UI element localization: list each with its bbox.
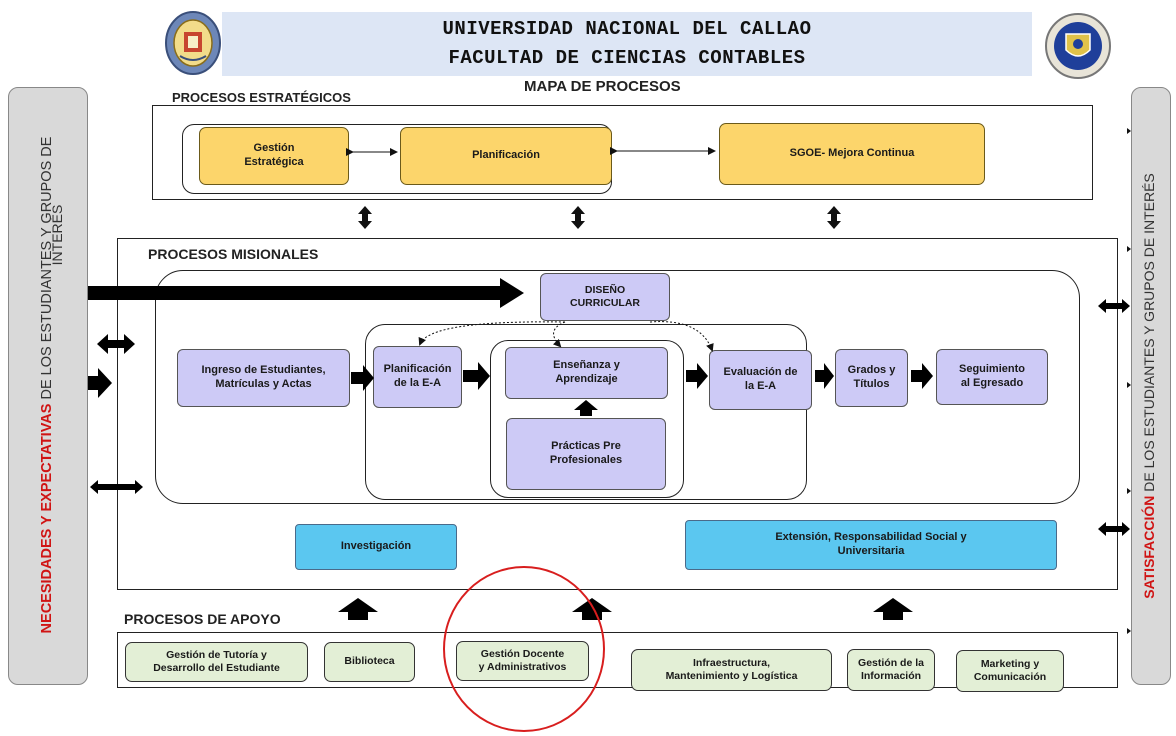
grados-box[interactable]: Grados y Títulos [835, 349, 908, 407]
planificacion-ea-line1: Planificación [383, 363, 452, 376]
highlight-circle [443, 566, 605, 732]
extension-line2: Universitaria [837, 545, 905, 557]
ingreso-to-planificacion-arrow [351, 365, 374, 391]
strategic-title: PROCESOS ESTRATÉGICOS [172, 90, 351, 105]
header-band: UNIVERSIDAD NACIONAL DEL CALLAO FACULTAD… [222, 12, 1032, 76]
left-right-arrow [88, 368, 112, 398]
support-title: PROCESOS DE APOYO [124, 611, 281, 627]
seguimiento-line2: al Egresado [960, 377, 1024, 389]
infraestructura-line2: Mantenimiento y Logística [665, 670, 798, 682]
ingreso-line2: Matrículas y Actas [215, 378, 312, 390]
evaluacion-line2: la E-A [744, 380, 777, 392]
teaching-cycle-group [365, 324, 807, 500]
faculty-shield-icon [1040, 12, 1116, 80]
ensenanza-to-evaluacion-arrow [686, 363, 708, 389]
ensenanza-line1: Enseñanza y [553, 359, 620, 372]
docente-line2: y Administrativos [478, 661, 567, 673]
missional-title: PROCESOS MISIONALES [148, 246, 319, 262]
planificacion-ea-box[interactable]: Planificación de la E-A [373, 346, 462, 408]
grados-line1: Grados y [847, 364, 896, 377]
university-name: UNIVERSIDAD NACIONAL DEL CALLAO [442, 18, 812, 40]
evaluacion-line1: Evaluación de [723, 366, 798, 379]
gestion-line2: Estratégica [244, 156, 304, 168]
ingreso-line1: Ingreso de Estudiantes, [201, 364, 326, 377]
practicas-line2: Profesionales [549, 454, 623, 466]
university-seal-icon [164, 10, 222, 76]
biblioteca-label: Biblioteca [344, 655, 395, 668]
marketing-line1: Marketing y [980, 657, 1040, 670]
practicas-to-ensenanza-arrow [574, 400, 598, 416]
sgoe-label: SGOE- Mejora Continua [789, 147, 915, 160]
right-panel-ticks [1127, 128, 1131, 634]
strategic-missional-arrow-1 [358, 206, 372, 229]
right-double-arrow-1 [1098, 299, 1130, 313]
ensenanza-group [490, 340, 684, 498]
right-double-arrow-2 [1098, 522, 1130, 536]
seguimiento-line1: Seguimiento [958, 363, 1025, 376]
ingreso-box[interactable]: Ingreso de Estudiantes, Matrículas y Act… [177, 349, 350, 407]
planificacion-ea-line2: de la E-A [393, 377, 442, 389]
needs-panel [8, 87, 88, 685]
marketing-box[interactable]: Marketing y Comunicación [956, 650, 1064, 692]
missional-core-group [155, 270, 1080, 504]
strategic-missional-arrow-3 [827, 206, 841, 229]
practicas-line1: Prácticas Pre [551, 440, 621, 453]
ensenanza-line2: Aprendizaje [555, 373, 618, 385]
tutoria-line1: Gestión de Tutoría y [166, 648, 267, 661]
support-up-arrow-1 [338, 598, 378, 620]
sgoe-box[interactable]: SGOE- Mejora Continua [719, 123, 985, 185]
evaluacion-box[interactable]: Evaluación de la E-A [709, 350, 812, 410]
satisfaction-panel [1131, 87, 1171, 685]
diseno-curricular-box[interactable]: DISEÑO CURRICULAR [540, 273, 670, 321]
diseno-line1: DISEÑO [584, 283, 626, 296]
ensenanza-box[interactable]: Enseñanza y Aprendizaje [505, 347, 668, 399]
biblioteca-box[interactable]: Biblioteca [324, 642, 415, 682]
left-double-arrow-1 [97, 334, 135, 354]
grados-line2: Títulos [853, 378, 890, 390]
support-up-arrow-2 [572, 598, 612, 620]
planificacion-label: Planificación [472, 149, 540, 162]
informacion-line1: Gestión de la [858, 656, 924, 669]
faculty-name: FACULTAD DE CIENCIAS CONTABLES [448, 47, 806, 69]
planificacion-to-ensenanza-arrow [463, 362, 490, 390]
informacion-line2: Información [860, 670, 922, 682]
tutoria-box[interactable]: Gestión de Tutoría y Desarrollo del Estu… [125, 642, 308, 682]
infraestructura-line1: Infraestructura, [692, 656, 771, 669]
diseno-feedback-links [418, 321, 714, 352]
informacion-box[interactable]: Gestión de la Información [847, 649, 935, 691]
marketing-line2: Comunicación [973, 671, 1047, 683]
support-up-arrow-3 [873, 598, 913, 620]
investigacion-box[interactable]: Investigación [295, 524, 457, 570]
infraestructura-box[interactable]: Infraestructura, Mantenimiento y Logísti… [631, 649, 832, 691]
seguimiento-box[interactable]: Seguimiento al Egresado [936, 349, 1048, 405]
planificacion-box[interactable]: Planificación [400, 127, 612, 185]
strategic-missional-arrow-2 [571, 206, 585, 229]
needs-to-diseno-arrow [88, 278, 524, 308]
left-double-arrow-2 [90, 480, 143, 494]
extension-line1: Extensión, Responsabilidad Social y [775, 531, 967, 544]
evaluacion-to-grados-arrow [815, 363, 834, 389]
map-title: MAPA DE PROCESOS [524, 78, 681, 95]
docente-line1: Gestión Docente [480, 647, 565, 660]
gestion-docente-box[interactable]: Gestión Docente y Administrativos [456, 641, 589, 681]
grados-to-seguimiento-arrow [911, 363, 933, 389]
practicas-box[interactable]: Prácticas Pre Profesionales [506, 418, 666, 490]
tutoria-line2: Desarrollo del Estudiante [153, 662, 280, 674]
gestion-estrategica-box[interactable]: Gestión Estratégica [199, 127, 349, 185]
gestion-line1: Gestión [253, 142, 295, 155]
investigacion-label: Investigación [340, 540, 412, 553]
diseno-line2: CURRICULAR [570, 297, 640, 309]
extension-box[interactable]: Extensión, Responsabilidad Social y Univ… [685, 520, 1057, 570]
